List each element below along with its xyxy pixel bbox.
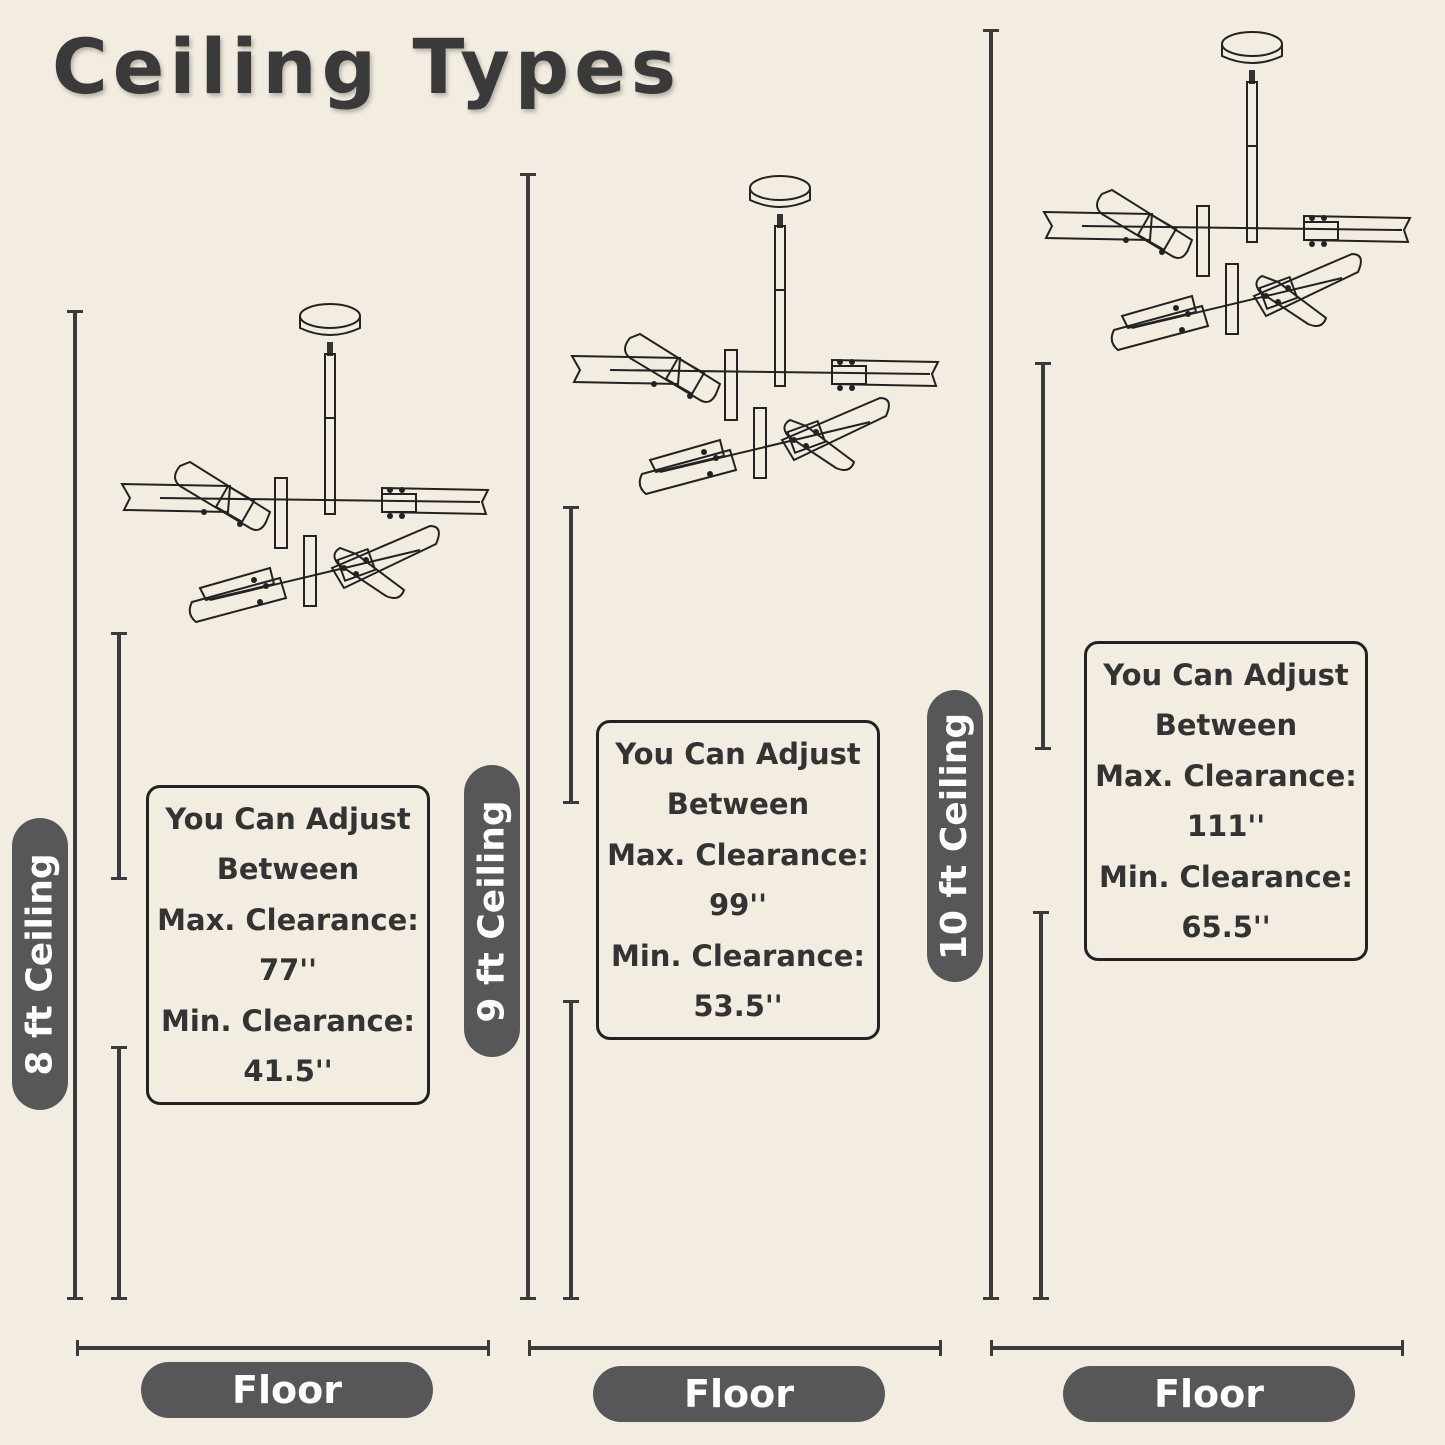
adjust-range-line <box>117 633 121 879</box>
floor-label-pill: Floor <box>1063 1366 1355 1422</box>
floor-label: Floor <box>1154 1372 1264 1416</box>
min-clearance-value: 65.5'' <box>1181 910 1271 944</box>
min-clearance-label: Min. Clearance: <box>161 1003 415 1038</box>
ceiling-height-line <box>989 30 993 1299</box>
ceiling-label: 10 ft Ceiling <box>934 712 976 960</box>
floor-line <box>77 1346 489 1350</box>
clearance-line-cap-bottom <box>563 1297 579 1300</box>
adjust-range-line <box>569 507 573 803</box>
min-clearance-label: Min. Clearance: <box>611 938 865 973</box>
min-clearance-value: 53.5'' <box>693 989 783 1023</box>
min-clearance-line <box>1039 912 1043 1299</box>
chandelier-illustration <box>571 175 939 495</box>
ceiling-label-pill: 9 ft Ceiling <box>464 765 520 1057</box>
between-text: Between <box>666 787 810 821</box>
floor-line-cap-right <box>487 1340 490 1356</box>
ceiling-height-line <box>526 174 530 1299</box>
min-clearance-label: Min. Clearance: <box>1099 859 1353 894</box>
range-line-cap-bottom <box>563 801 579 804</box>
ceiling-label: 9 ft Ceiling <box>471 799 513 1023</box>
floor-line-cap-right <box>939 1340 942 1356</box>
ceiling-label: 8 ft Ceiling <box>19 852 61 1076</box>
ceiling-line-cap-bottom <box>67 1297 83 1300</box>
between-text: Between <box>216 852 360 886</box>
max-clearance-value: 111'' <box>1186 809 1266 843</box>
page-title: Ceiling Types <box>52 22 681 111</box>
clearance-line-cap-bottom <box>111 1297 127 1300</box>
max-clearance-value: 99'' <box>708 888 768 922</box>
ceiling-line-cap-bottom <box>983 1297 999 1300</box>
adjust-text: You Can Adjust <box>1103 657 1349 692</box>
ceiling-height-line <box>73 311 77 1299</box>
range-line-cap-bottom <box>1035 747 1051 750</box>
min-clearance-value: 41.5'' <box>243 1054 333 1088</box>
ceiling-label-pill: 8 ft Ceiling <box>12 818 68 1110</box>
floor-label: Floor <box>684 1372 794 1416</box>
range-line-cap-bottom <box>111 877 127 880</box>
floor-label: Floor <box>232 1368 342 1412</box>
adjust-range-line <box>1041 363 1045 749</box>
max-clearance-label: Max. Clearance: <box>157 902 419 937</box>
floor-line <box>529 1346 941 1350</box>
between-text: Between <box>1154 708 1298 742</box>
clearance-info-box: You Can Adjust Between Max. Clearance: 7… <box>146 785 430 1105</box>
max-clearance-value: 77'' <box>258 953 318 987</box>
min-clearance-line <box>569 1001 573 1299</box>
adjust-text: You Can Adjust <box>615 736 861 771</box>
floor-line <box>991 1346 1403 1350</box>
ceiling-label-pill: 10 ft Ceiling <box>927 690 983 982</box>
max-clearance-label: Max. Clearance: <box>607 837 869 872</box>
floor-label-pill: Floor <box>141 1362 433 1418</box>
clearance-info-box: You Can Adjust Between Max. Clearance: 1… <box>1084 641 1368 961</box>
adjust-text: You Can Adjust <box>165 801 411 836</box>
floor-line-cap-right <box>1401 1340 1404 1356</box>
clearance-info-box: You Can Adjust Between Max. Clearance: 9… <box>596 720 880 1040</box>
chandelier-illustration <box>121 303 489 623</box>
floor-label-pill: Floor <box>593 1366 885 1422</box>
clearance-line-cap-bottom <box>1033 1297 1049 1300</box>
ceiling-line-cap-bottom <box>520 1297 536 1300</box>
chandelier-illustration <box>1043 31 1411 351</box>
min-clearance-line <box>117 1047 121 1299</box>
max-clearance-label: Max. Clearance: <box>1095 758 1357 793</box>
